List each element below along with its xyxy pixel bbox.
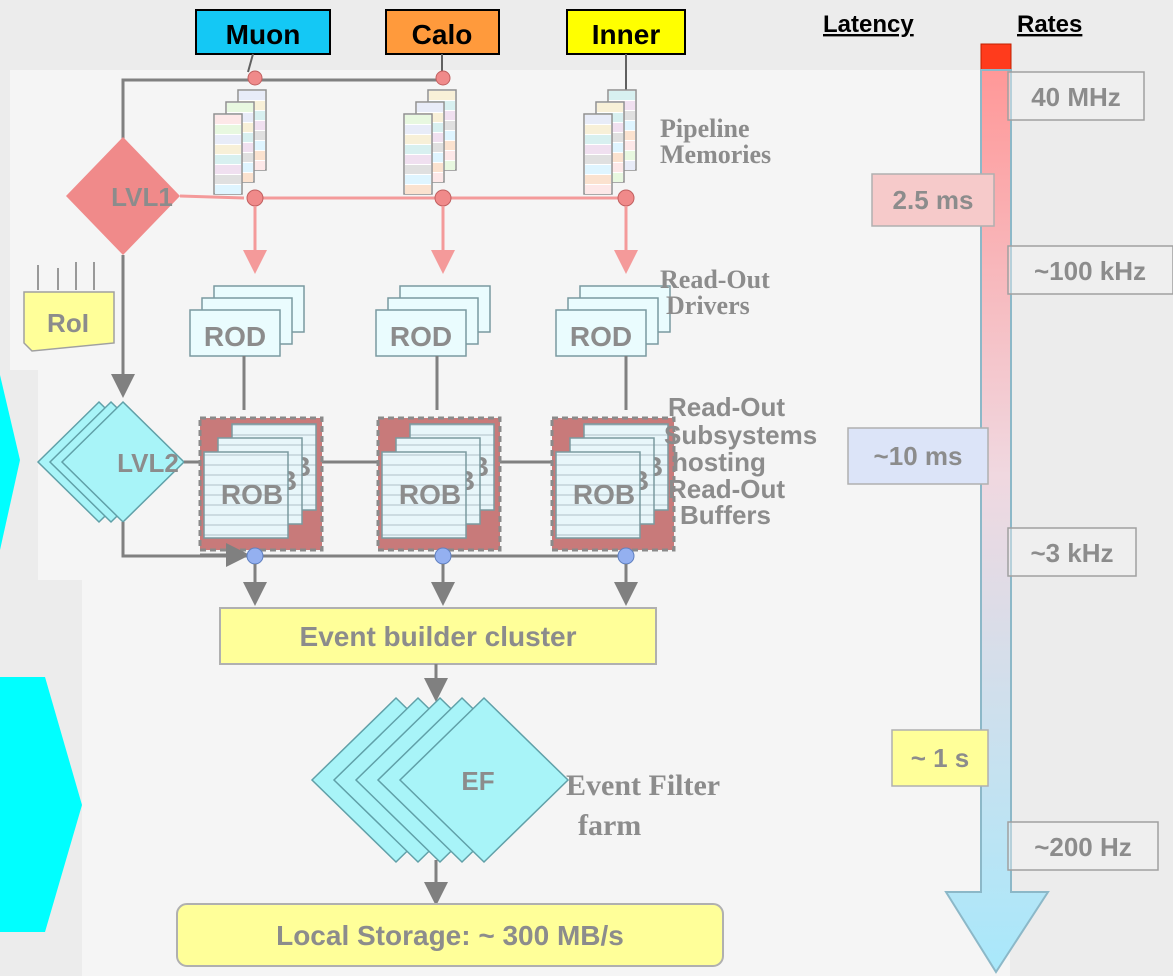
ef-farm <box>310 696 570 864</box>
node-calo-l1 <box>434 189 452 207</box>
node-calo-eb <box>434 547 452 565</box>
latency-lvl1-label: 2.5 ms <box>893 185 974 215</box>
latency-header: Latency <box>823 11 914 38</box>
lvl2-label: LVL2 <box>117 448 179 478</box>
rob-label: ROB <box>399 479 461 510</box>
node-inner-l1 <box>617 189 635 207</box>
node-muon-l1 <box>246 189 264 207</box>
detector-inner-label: Inner <box>592 19 661 50</box>
lvl1-label: LVL1 <box>111 182 173 212</box>
l1-to-rod-arrows <box>243 206 638 274</box>
pipeline-stack <box>213 89 267 195</box>
detector-inner: Inner <box>566 9 686 55</box>
ef-caption-2: farm <box>578 809 641 842</box>
ef-node <box>398 696 570 864</box>
detector-muon-label: Muon <box>226 19 301 50</box>
latency-lvl2: ~10 ms <box>847 427 989 485</box>
lvl1-accept-line <box>179 194 245 200</box>
pipeline-caption-1: Pipeline <box>660 114 750 143</box>
detector-calo-label: Calo <box>412 19 473 50</box>
rod-label: ROD <box>390 321 452 352</box>
roi-note: RoI <box>23 262 115 352</box>
lvl1-diamond <box>66 137 180 255</box>
node-muon-top <box>247 70 263 86</box>
rate-100khz-label: ~100 kHz <box>1034 256 1146 286</box>
latency-ef: ~ 1 s <box>891 729 989 787</box>
ros-caption-3: hosting <box>672 447 766 477</box>
lvl2-accept-line <box>121 522 626 558</box>
rate-arrow <box>944 43 1050 974</box>
rate-40mhz: 40 MHz <box>1007 71 1145 121</box>
ros-caption-1: Read-Out <box>668 392 785 422</box>
rod-groups: RODRODRODRODRODRODRODRODROD <box>189 285 671 357</box>
event-builder-box <box>219 607 657 665</box>
roi-label: RoI <box>47 308 89 338</box>
ef-label: EF <box>461 766 494 796</box>
eb-input-arrows <box>243 564 638 606</box>
local-storage-box <box>176 903 724 967</box>
node-calo-top <box>435 70 451 86</box>
lvl2-farm: LVL2 <box>36 400 186 524</box>
latency-ef-label: ~ 1 s <box>911 743 970 773</box>
pipeline-stack <box>583 89 637 195</box>
detector-calo: Calo <box>385 9 500 55</box>
rod-label: ROD <box>570 321 632 352</box>
rate-200hz-label: ~200 Hz <box>1034 832 1132 862</box>
node-inner-eb <box>617 547 635 565</box>
ros-caption-5: Buffers <box>680 500 771 530</box>
pipeline-memories <box>213 89 637 195</box>
rod-to-ros-lines <box>242 356 628 410</box>
rod-caption-2: Drivers <box>666 291 750 320</box>
pipeline-stack <box>403 89 457 195</box>
rates-header: Rates <box>1017 11 1082 38</box>
ros-groups: ROBROBROBROBROBROBROBROBROB <box>198 416 676 552</box>
node-muon-eb <box>246 547 264 565</box>
latency-lvl2-label: ~10 ms <box>874 441 963 471</box>
rate-100khz: ~100 kHz <box>1007 245 1173 295</box>
local-storage-label: Local Storage: ~ 300 MB/s <box>276 920 624 951</box>
event-builder-label: Event builder cluster <box>300 621 577 652</box>
ros-caption: Read-Out Subsystems hosting Read-Out Buf… <box>664 392 817 530</box>
pipeline-caption-2: Memories <box>660 140 771 169</box>
ef-caption-1: Event Filter <box>566 769 720 802</box>
rate-3khz-label: ~3 kHz <box>1030 538 1113 568</box>
ros-caption-2: Subsystems <box>664 420 817 450</box>
rod-caption-1: Read-Out <box>660 265 770 294</box>
latency-lvl1: 2.5 ms <box>871 173 995 227</box>
trigger-chevron-1 <box>0 375 20 550</box>
rob-label: ROB <box>221 479 283 510</box>
rate-40mhz-label: 40 MHz <box>1031 82 1121 112</box>
rate-200hz: ~200 Hz <box>1007 821 1159 871</box>
detector-muon: Muon <box>195 9 331 55</box>
rod-label: ROD <box>204 321 266 352</box>
rob-label: ROB <box>573 479 635 510</box>
rate-3khz: ~3 kHz <box>1007 527 1137 577</box>
ros-caption-4: Read-Out <box>668 474 785 504</box>
lvl1-input-line <box>121 78 443 148</box>
panel-top <box>10 70 1010 370</box>
trigger-chevron-2 <box>0 677 82 932</box>
